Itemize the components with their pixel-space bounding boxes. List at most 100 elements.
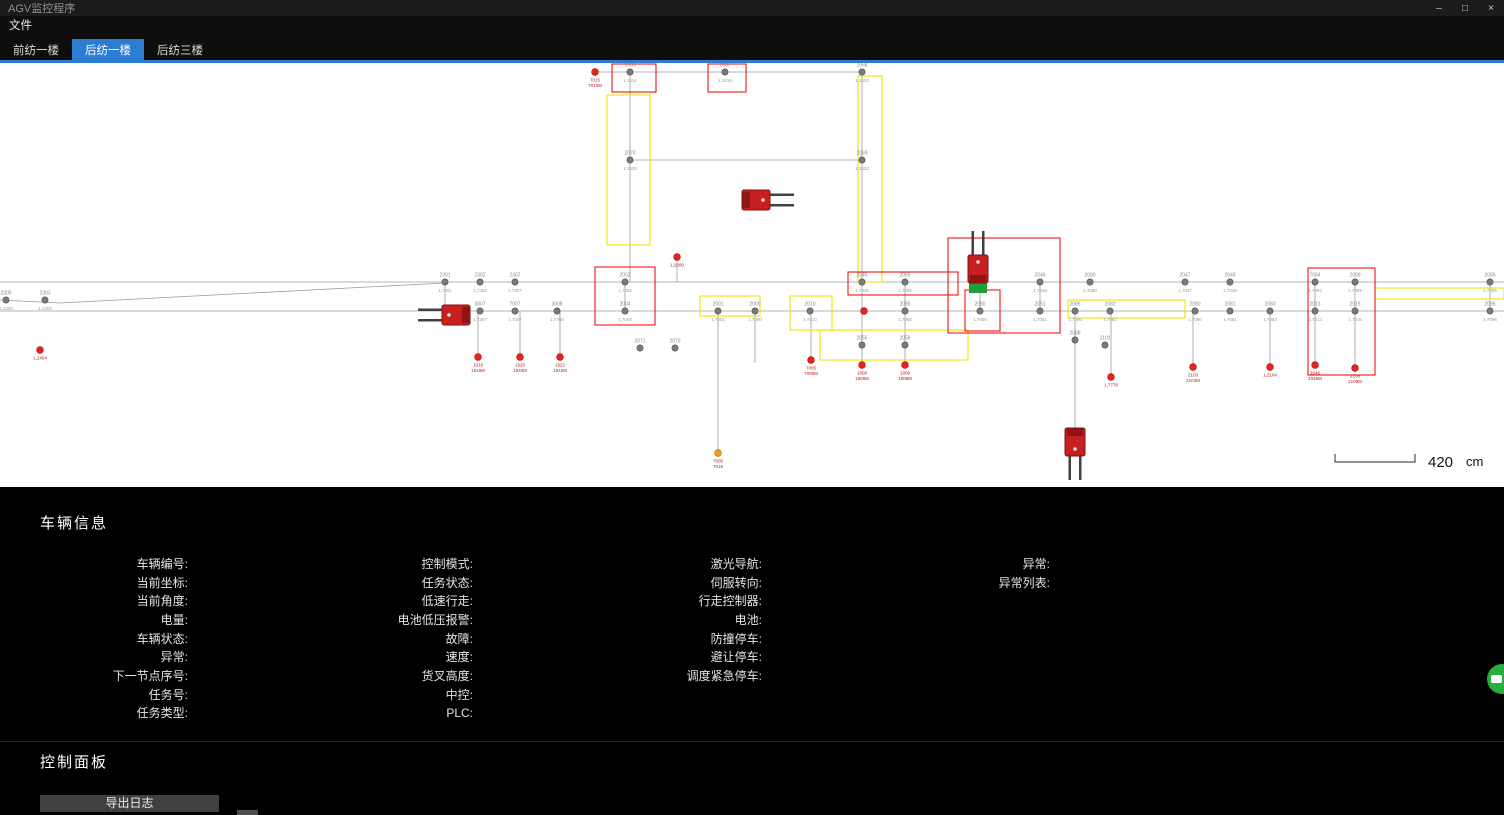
- map-node[interactable]: [858, 156, 866, 164]
- map-node[interactable]: [1191, 307, 1199, 315]
- menu-item-file[interactable]: 文件: [9, 19, 32, 32]
- map-node[interactable]: [751, 307, 759, 315]
- map-node[interactable]: [1226, 278, 1234, 286]
- map-node[interactable]: [901, 278, 909, 286]
- map-node[interactable]: [721, 68, 729, 76]
- tab-0[interactable]: 前纺一楼: [13, 44, 59, 57]
- map-label: 1,7001: [711, 317, 725, 322]
- station-dot-red[interactable]: [807, 356, 815, 364]
- map-node[interactable]: [1311, 278, 1319, 286]
- station-dot-red[interactable]: [860, 307, 868, 315]
- floating-action-button[interactable]: [1487, 664, 1504, 694]
- zone-rect-yellow: [789, 295, 833, 331]
- station-dot-red[interactable]: [1266, 363, 1274, 371]
- map-label: 2066: [624, 63, 635, 69]
- map-node[interactable]: [858, 278, 866, 286]
- map-node[interactable]: [901, 341, 909, 349]
- station-dot-red[interactable]: [474, 353, 482, 361]
- station-dot-red[interactable]: [1107, 373, 1115, 381]
- map-node[interactable]: [1486, 307, 1494, 315]
- map-node[interactable]: [1266, 307, 1274, 315]
- field-label: 电池:: [734, 612, 762, 627]
- station-dot-red[interactable]: [673, 253, 681, 261]
- info-field: 速度:: [318, 647, 608, 666]
- map-node[interactable]: [476, 307, 484, 315]
- map-node[interactable]: [1311, 307, 1319, 315]
- map-label: 2302: [474, 273, 485, 279]
- map-node[interactable]: [2, 296, 10, 304]
- map-node[interactable]: [1181, 278, 1189, 286]
- map-node[interactable]: [1036, 307, 1044, 315]
- map-node[interactable]: [636, 344, 644, 352]
- control-panel-title: 控制面板: [40, 754, 109, 772]
- minimize-icon[interactable]: –: [1436, 2, 1442, 14]
- map-node[interactable]: [714, 307, 722, 315]
- map-label: 1,7082: [1103, 317, 1117, 322]
- station-dot-red[interactable]: [1311, 361, 1319, 369]
- map-label: 1,2000: [670, 263, 684, 268]
- map-label: 2050: [974, 302, 985, 308]
- map-node[interactable]: [621, 307, 629, 315]
- info-field: 调度紧急停车:: [608, 666, 898, 685]
- map-label: 2004: [619, 302, 630, 308]
- map-label: 1,7000: [748, 317, 762, 322]
- map-node[interactable]: [806, 307, 814, 315]
- station-dot-red[interactable]: [858, 361, 866, 369]
- station-dot-red[interactable]: [516, 353, 524, 361]
- map-node[interactable]: [671, 344, 679, 352]
- map-node[interactable]: [1036, 278, 1044, 286]
- partial-bottom-element[interactable]: [237, 810, 258, 815]
- map-label: 2108M: [1348, 379, 1362, 384]
- map-node[interactable]: [1226, 307, 1234, 315]
- maximize-icon[interactable]: □: [1461, 2, 1469, 14]
- map-label: 1920: [515, 363, 526, 368]
- map-path-edge: [0, 299, 61, 304]
- station-dot-red[interactable]: [591, 68, 599, 76]
- zone-rect-red: [594, 266, 656, 326]
- map-node[interactable]: [1106, 307, 1114, 315]
- map-node[interactable]: [1086, 278, 1094, 286]
- map-node[interactable]: [441, 278, 449, 286]
- map-label: 2055: [856, 336, 867, 342]
- map-node[interactable]: [901, 307, 909, 315]
- map-node[interactable]: [553, 307, 561, 315]
- map-node[interactable]: [1351, 307, 1359, 315]
- map-node[interactable]: [511, 278, 519, 286]
- map-path-edge: [59, 282, 446, 304]
- info-field: 低速行走:: [318, 591, 608, 610]
- info-field: 防撞停车:: [608, 629, 898, 648]
- map-node[interactable]: [511, 307, 519, 315]
- map-node[interactable]: [1351, 278, 1359, 286]
- info-column-0: 车辆编号:当前坐标:当前角度:电量:车辆状态:异常:下一节点序号:任务号:任务类…: [28, 554, 318, 722]
- station-dot-orange[interactable]: [714, 449, 722, 457]
- tab-2[interactable]: 后纺三楼: [157, 44, 203, 57]
- map-node[interactable]: [41, 296, 49, 304]
- map-node[interactable]: [1486, 278, 1494, 286]
- close-icon[interactable]: ×: [1488, 2, 1494, 14]
- map-node[interactable]: [1071, 307, 1079, 315]
- map-node[interactable]: [1071, 336, 1079, 344]
- agv-forklift-icon[interactable]: [741, 189, 794, 211]
- map-node[interactable]: [476, 278, 484, 286]
- map-node[interactable]: [626, 156, 634, 164]
- window-title: AGV监控程序: [8, 3, 76, 15]
- tab-1[interactable]: 后纺一楼: [72, 39, 144, 60]
- station-dot-red[interactable]: [1351, 364, 1359, 372]
- map-node[interactable]: [1101, 341, 1109, 349]
- map-node[interactable]: [858, 68, 866, 76]
- map-node[interactable]: [626, 68, 634, 76]
- station-dot-red[interactable]: [1189, 363, 1197, 371]
- station-dot-red[interactable]: [36, 346, 44, 354]
- field-label: 车辆编号:: [136, 556, 188, 571]
- agv-forklift-icon[interactable]: [967, 231, 989, 293]
- agv-forklift-icon[interactable]: [1064, 427, 1086, 480]
- agv-forklift-icon[interactable]: [418, 304, 471, 326]
- export-log-button[interactable]: 导出日志: [40, 795, 219, 813]
- station-dot-red[interactable]: [901, 361, 909, 369]
- map-node[interactable]: [621, 278, 629, 286]
- map-node[interactable]: [858, 341, 866, 349]
- map-label: 1,1616: [623, 78, 637, 83]
- map-node[interactable]: [976, 307, 984, 315]
- station-dot-red[interactable]: [556, 353, 564, 361]
